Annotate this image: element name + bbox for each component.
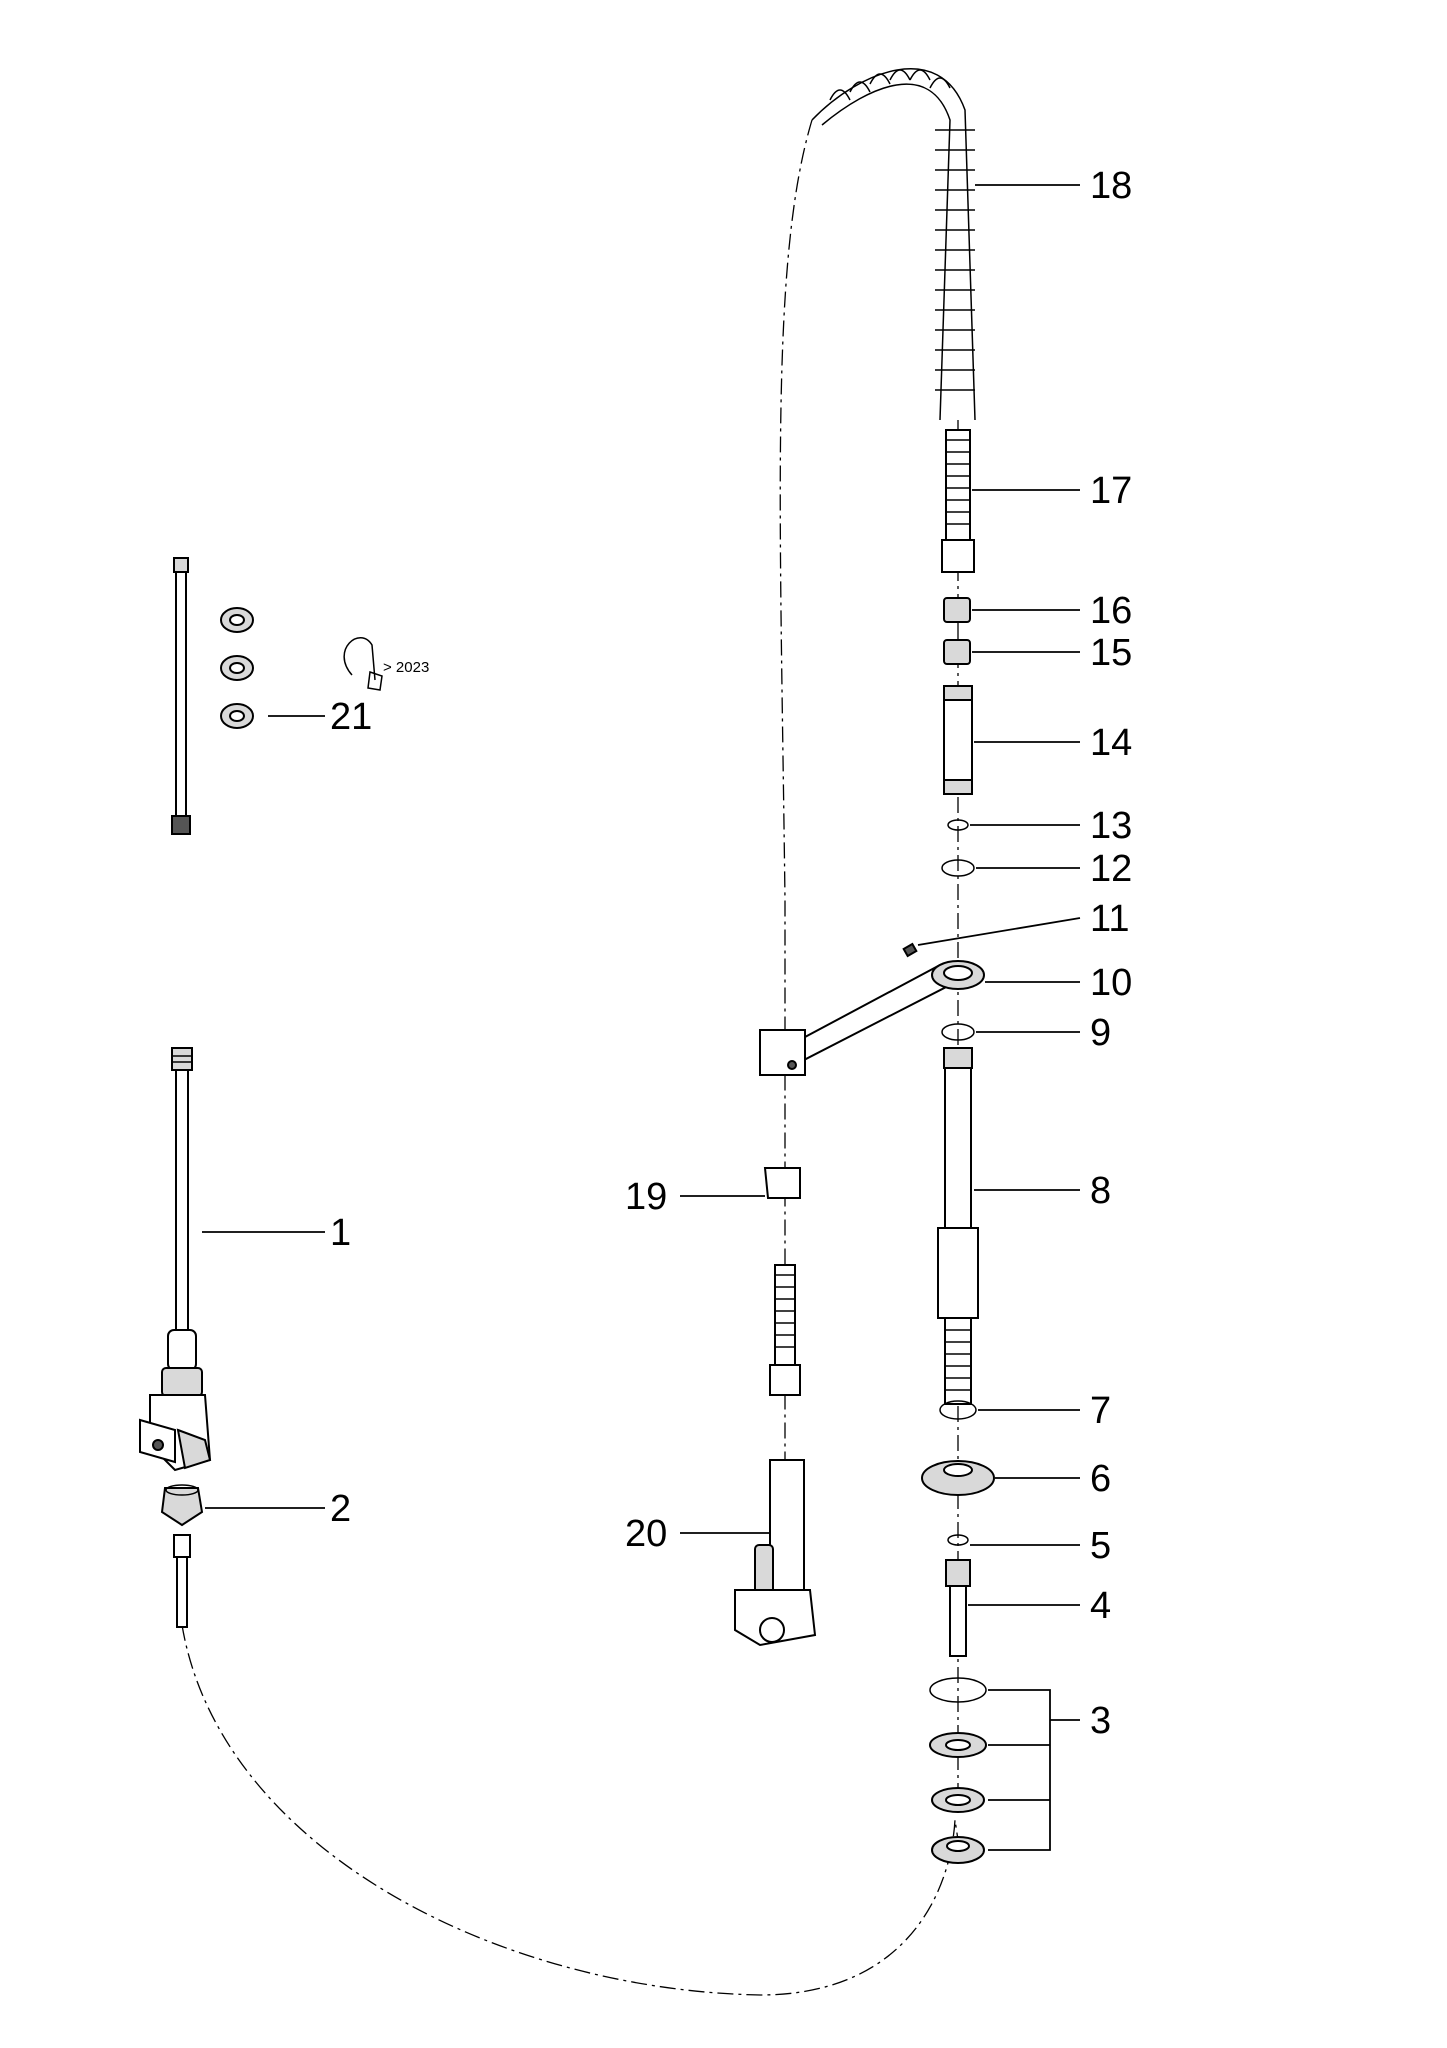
callout-18: 18 — [1090, 165, 1132, 207]
part-4-threaded-stud — [945, 1559, 971, 1657]
part-14-extension — [943, 685, 973, 795]
part-19-clip — [763, 1167, 801, 1199]
mini-faucet-icon — [343, 637, 383, 691]
callout-4: 4 — [1090, 1585, 1111, 1627]
part-9-ring — [941, 1023, 975, 1041]
callout-10: 10 — [1090, 962, 1132, 1004]
callout-14: 14 — [1090, 722, 1132, 764]
accessory-note: > 2023 — [383, 659, 429, 676]
part-3-washer-set — [929, 1677, 987, 1864]
part-7-ring — [939, 1400, 977, 1420]
callout-12: 12 — [1090, 848, 1132, 890]
part-20-faucet-body — [734, 1264, 817, 1647]
centerline-bottom-loop — [181, 1624, 959, 1996]
callout-8: 8 — [1090, 1170, 1111, 1212]
callout-16: 16 — [1090, 590, 1132, 632]
callout-6: 6 — [1090, 1458, 1111, 1500]
nut-3 — [220, 703, 254, 729]
callout-17: 17 — [1090, 470, 1132, 512]
part-16-connector — [943, 597, 971, 623]
part-18-spring-hose — [811, 68, 976, 421]
part-10-swivel-arm — [759, 960, 985, 1076]
part-17-hose-end — [941, 429, 975, 573]
part-12-ring — [941, 859, 975, 877]
callout-7: 7 — [1090, 1390, 1111, 1432]
callout-19: 19 — [625, 1176, 667, 1218]
part-6-washer — [921, 1460, 995, 1496]
callout-11: 11 — [1090, 898, 1129, 940]
part-15-connector — [943, 639, 971, 665]
part-8-riser-tube — [937, 1047, 979, 1405]
centerline-hose — [779, 119, 813, 1480]
callout-2: 2 — [330, 1488, 351, 1530]
callout-15: 15 — [1090, 632, 1132, 674]
callout-13: 13 — [1090, 805, 1132, 847]
part-11-screw — [902, 942, 918, 958]
callout-20: 20 — [625, 1513, 667, 1555]
part-21-accessory-kit — [171, 557, 383, 835]
callout-21: 21 — [330, 696, 372, 738]
part-13-ring — [947, 819, 969, 831]
part-5-ring — [947, 1534, 969, 1546]
part-2-nut — [160, 1484, 204, 1628]
nut-1 — [220, 607, 254, 633]
nut-2 — [220, 655, 254, 681]
leader-lines — [202, 184, 1081, 1851]
callout-3: 3 — [1090, 1700, 1111, 1742]
callout-1: 1 — [330, 1212, 351, 1254]
callout-5: 5 — [1090, 1525, 1111, 1567]
callout-9: 9 — [1090, 1012, 1111, 1054]
part-1-valve-shaft — [139, 1047, 212, 1472]
